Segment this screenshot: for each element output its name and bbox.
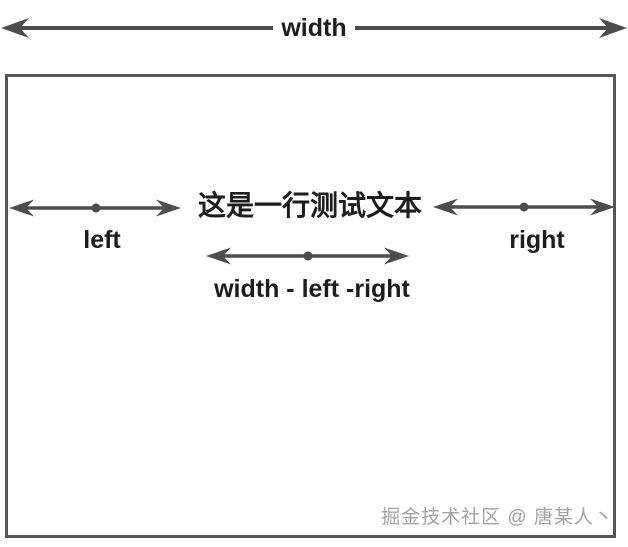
- watermark-text: 掘金技术社区 @ 唐某人丶: [381, 507, 614, 528]
- right-offset-label: right: [509, 226, 565, 254]
- right-offset-arrow-icon: [433, 198, 615, 216]
- top-width-arrow-icon: [1, 18, 627, 38]
- content-width-arrow-icon: [206, 247, 409, 265]
- content-box: [5, 74, 616, 538]
- left-offset-label: left: [83, 226, 121, 254]
- test-text: 这是一行测试文本: [197, 190, 422, 221]
- left-offset-arrow-icon: [9, 199, 181, 217]
- content-width-label: width - left -right: [214, 275, 410, 303]
